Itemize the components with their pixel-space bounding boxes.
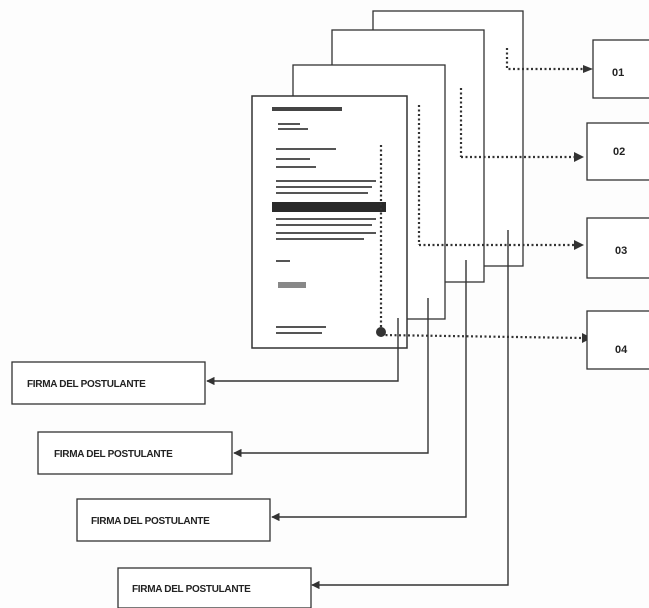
page-number-boxes: 01 02 03 04 (586, 39, 649, 370)
page-number-2: 02 (613, 146, 625, 158)
signature-box-4 (117, 567, 312, 608)
page-number-box-2 (586, 122, 649, 181)
document-dark-bar (272, 202, 386, 212)
page-number-box-1 (592, 39, 649, 99)
page-number-box-3 (586, 217, 649, 279)
dotted-trace-lines (379, 48, 584, 340)
page-number-4: 04 (615, 344, 628, 356)
signature-connectors (206, 230, 509, 590)
page-number-3: 03 (615, 245, 627, 257)
signature-box-3 (76, 498, 271, 542)
signature-label-4: FIRMA DEL POSTULANTE (132, 584, 251, 595)
page-number-box-4 (586, 310, 649, 370)
signature-box-1 (11, 361, 206, 405)
document-content (272, 107, 386, 334)
signature-boxes: FIRMA DEL POSTULANTE FIRMA DEL POSTULANT… (11, 361, 312, 608)
signature-label-2: FIRMA DEL POSTULANTE (54, 449, 173, 460)
arrowheads-right (574, 65, 593, 343)
signature-box-2 (37, 431, 233, 475)
document-page-1 (251, 95, 408, 349)
signature-mark-icon (376, 327, 386, 337)
signature-label-1: FIRMA DEL POSTULANTE (27, 379, 146, 390)
page-number-1: 01 (612, 67, 624, 79)
signature-label-3: FIRMA DEL POSTULANTE (91, 516, 210, 527)
